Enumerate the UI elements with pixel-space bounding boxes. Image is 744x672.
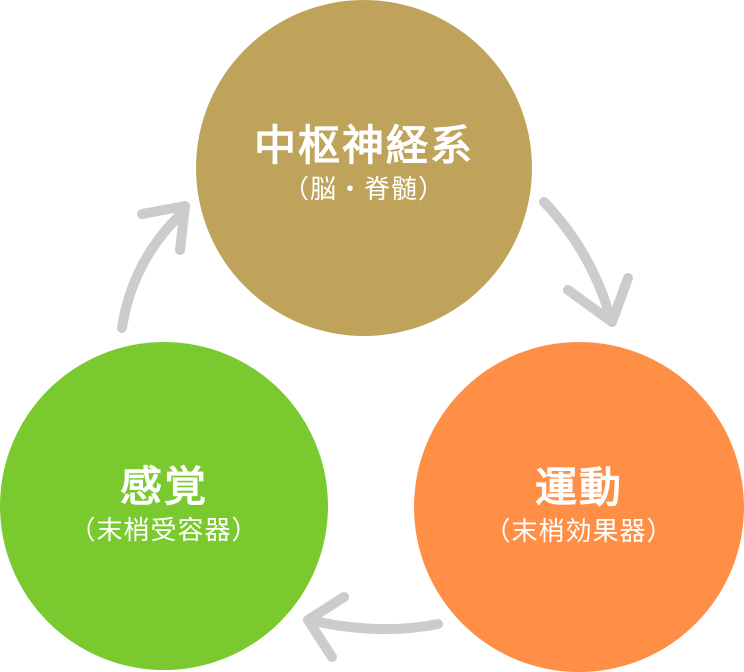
- sense-title: 感覚: [119, 461, 208, 511]
- cns-circle: 中枢神経系 （脳・脊髄）: [196, 0, 532, 336]
- sense-circle: 感覚 （末梢受容器）: [0, 342, 328, 670]
- motion-circle: 運動 （末梢効果器）: [414, 342, 744, 672]
- motion-title: 運動: [534, 462, 623, 512]
- arrow-cns-to-motion: [539, 197, 633, 327]
- arrow-motion-to-sense: [303, 592, 443, 662]
- cns-subtitle: （脳・脊髄）: [282, 175, 445, 206]
- cns-title: 中枢神経系: [253, 120, 474, 170]
- motion-subtitle: （末梢効果器）: [484, 517, 674, 548]
- arrow-sense-to-cns: [117, 201, 190, 333]
- sense-subtitle: （末梢受容器）: [69, 516, 259, 547]
